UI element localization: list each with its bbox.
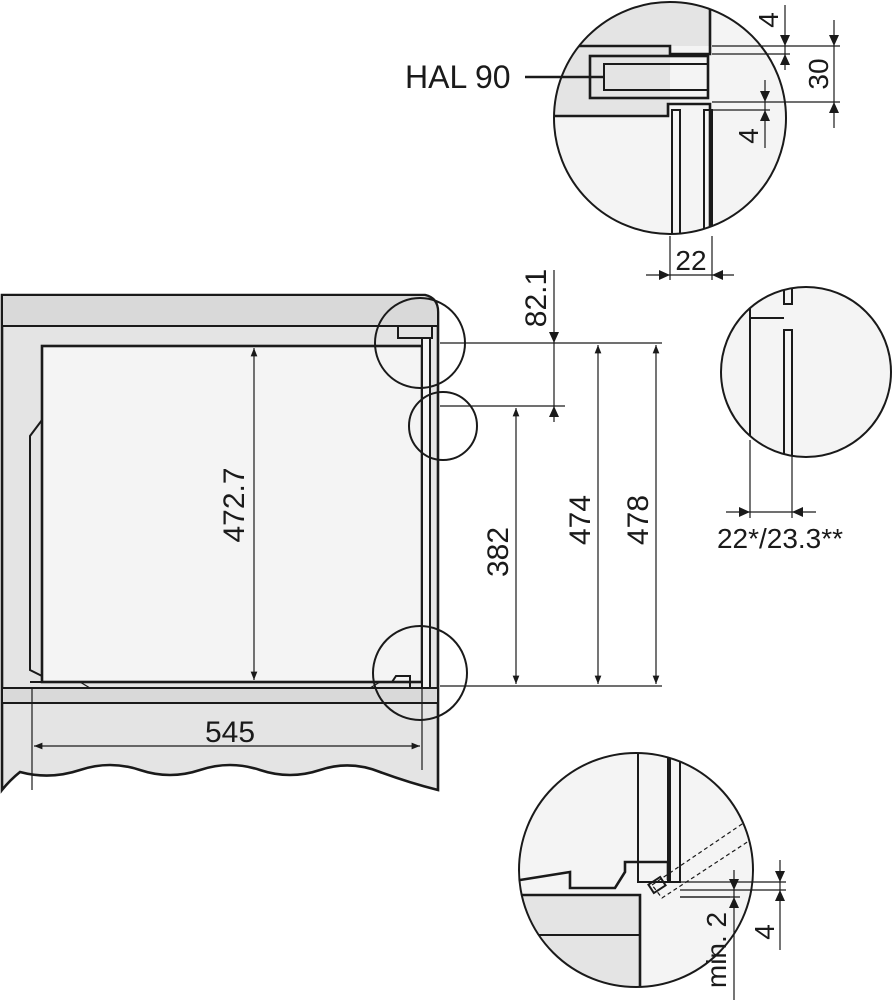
appliance-body: [40, 344, 424, 684]
dim-545-label: 545: [205, 716, 255, 749]
detail-circle-bottom: [372, 625, 468, 721]
dim-478-label: 478: [622, 495, 655, 545]
appliance-floor: [30, 675, 411, 688]
cabinet-top-board: [1, 294, 439, 327]
dim-82-1-label: 82.1: [520, 269, 553, 327]
dim-472-7-label: 472.7: [218, 467, 251, 542]
dim-4-top-label: 4: [753, 12, 784, 28]
dim-4-bottom-label: 4: [749, 924, 780, 940]
detail-top: HAL 90 4 30 4 22: [405, 1, 840, 280]
detail-right: 22*/23.3**: [717, 286, 892, 554]
top-bracket: [397, 326, 433, 339]
detail-bottom: min. 2 4: [518, 752, 786, 1000]
dim-474-label: 474: [564, 495, 597, 545]
main-section-view: 472.7 545 82.1 382 474 478: [0, 269, 662, 794]
dim-4-mid-label: 4: [733, 128, 764, 144]
dim-30-label: 30: [803, 58, 834, 89]
dim-22-top-label: 22: [675, 245, 706, 276]
side-wall-detail: [29, 419, 43, 677]
cabinet-base-board: [1, 687, 439, 704]
hal90-label: HAL 90: [405, 59, 511, 95]
dim-382-label: 382: [482, 527, 515, 577]
detail-circle-mid: [408, 391, 478, 461]
appliance-front-strip: [421, 337, 431, 689]
dim-22-23-3-label: 22*/23.3**: [717, 523, 843, 554]
dim-min2-label: min. 2: [701, 912, 732, 988]
